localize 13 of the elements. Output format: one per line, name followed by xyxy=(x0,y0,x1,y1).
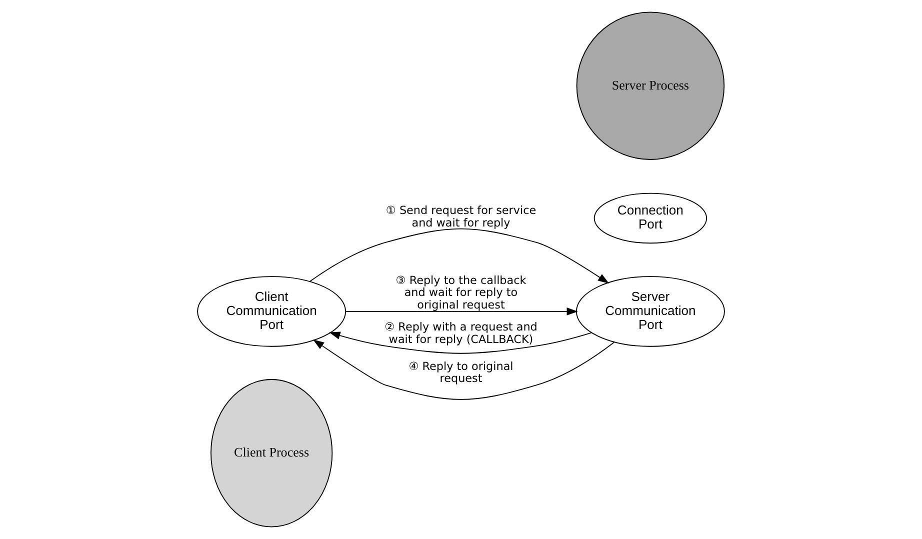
edge-label: ① Send request for service and wait for reply xyxy=(386,204,536,230)
edge-label: ④ Reply to original request xyxy=(408,360,514,385)
edge-label: ③ Reply to the callback and wait for reply to original request xyxy=(396,274,526,312)
node-ellipse: Connection Port xyxy=(594,192,708,244)
node-circle: Server Process xyxy=(576,12,725,160)
edge-label: ② Reply with a request and wait for reply (CALLBACK) xyxy=(384,320,538,346)
arrow xyxy=(329,332,592,354)
node-ellipse: Client Process xyxy=(210,379,333,528)
node-ellipse: Client Communication Port xyxy=(197,276,346,347)
arrow xyxy=(345,308,578,316)
node-ellipse: Server Communication Port xyxy=(576,276,725,347)
arrow xyxy=(312,339,615,400)
arrow xyxy=(309,228,610,284)
